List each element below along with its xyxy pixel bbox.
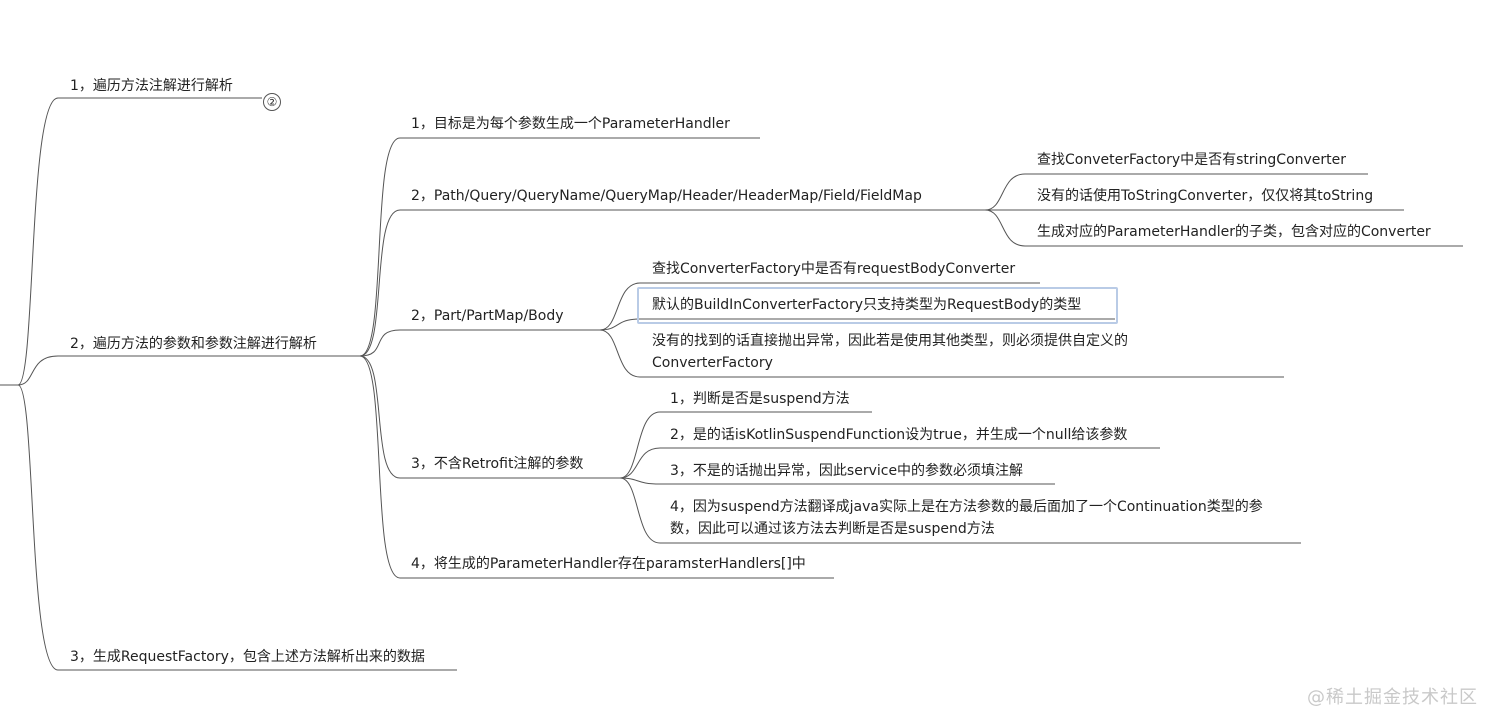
leaf-throw-must-annotate[interactable]: 3，不是的话抛出异常，因此service中的参数必须填注解 xyxy=(670,463,1024,479)
leaf-continuation-parameter[interactable]: 4，因为suspend方法翻译成java实际上是在方法参数的最后面加了一个Con… xyxy=(670,499,1263,537)
leaf-buildin-converter-factory[interactable]: 默认的BuildInConverterFactory只支持类型为RequestB… xyxy=(652,297,1082,313)
node-no-retrofit-annotation[interactable]: 3，不含Retrofit注解的参数 xyxy=(411,456,584,472)
branch-method-annotations[interactable]: 1，遍历方法注解进行解析 xyxy=(70,78,233,94)
branch-request-factory[interactable]: 3，生成RequestFactory，包含上述方法解析出来的数据 xyxy=(70,649,425,665)
collapse-count-badge[interactable]: ② xyxy=(263,93,281,111)
leaf-generate-handler-subclass[interactable]: 生成对应的ParameterHandler的子类，包含对应的Converter xyxy=(1037,224,1431,240)
leaf-check-suspend[interactable]: 1，判断是否是suspend方法 xyxy=(670,391,850,407)
leaf-find-request-body-converter[interactable]: 查找ConverterFactory中是否有requestBodyConvert… xyxy=(652,261,1016,277)
watermark: @稀土掘金技术社区 xyxy=(1307,687,1478,708)
leaf-throw-exception-custom-factory[interactable]: 没有的找到的话直接抛出异常，因此若是使用其他类型，则必须提供自定义的Conver… xyxy=(652,333,1128,371)
node-parameter-handler-goal[interactable]: 1，目标是为每个参数生成一个ParameterHandler xyxy=(411,116,730,132)
node-part-body-annotations[interactable]: 2，Part/PartMap/Body xyxy=(411,308,564,324)
selected-node-highlight xyxy=(637,287,1118,324)
node-path-query-annotations[interactable]: 2，Path/Query/QueryName/QueryMap/Header/H… xyxy=(411,188,922,204)
leaf-tostring-converter[interactable]: 没有的话使用ToStringConverter，仅仅将其toString xyxy=(1037,188,1374,204)
leaf-find-string-converter[interactable]: 查找ConveterFactory中是否有stringConverter xyxy=(1037,152,1347,168)
branch-parameter-annotations[interactable]: 2，遍历方法的参数和参数注解进行解析 xyxy=(70,336,317,352)
node-store-handlers[interactable]: 4，将生成的ParameterHandler存在paramsterHandler… xyxy=(411,556,806,572)
leaf-kotlin-suspend-true[interactable]: 2，是的话isKotlinSuspendFunction设为true，并生成一个… xyxy=(670,427,1128,443)
